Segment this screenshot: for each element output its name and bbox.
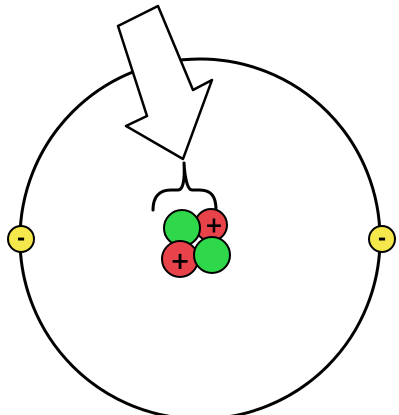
neutron-body — [193, 236, 231, 274]
electron-body — [368, 225, 396, 253]
proton-bottom-left: + — [161, 240, 199, 278]
electron-right: - — [368, 225, 396, 253]
pointer-arrow-icon — [116, 4, 214, 161]
nucleus: + + — [161, 208, 231, 278]
nucleus-brace-icon — [151, 161, 218, 212]
electron-left: - — [7, 225, 35, 253]
electron-body — [7, 225, 35, 253]
neutron-bottom-right — [193, 236, 231, 274]
proton-body — [161, 240, 199, 278]
